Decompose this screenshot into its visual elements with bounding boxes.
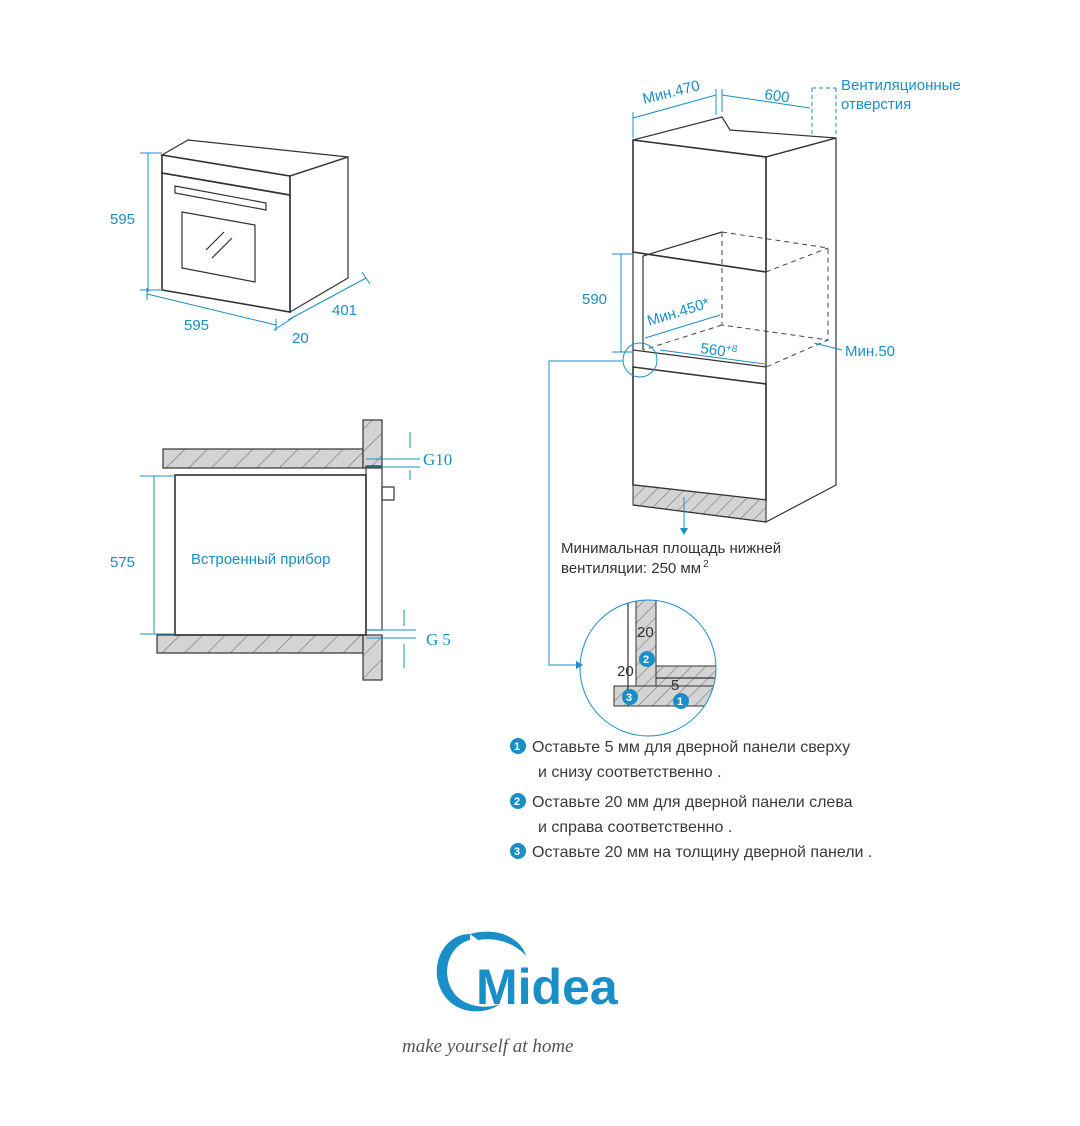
appliance-height-label: 575 xyxy=(110,554,135,571)
front-panel-bottom xyxy=(362,634,383,681)
front-panel-top xyxy=(362,419,383,469)
niche-height-label: 590 xyxy=(582,291,607,308)
gap-top-label: G10 xyxy=(423,450,452,469)
tagline: make yourself at home xyxy=(402,1036,573,1057)
note-1-line2: и снизу соответственно . xyxy=(538,764,722,781)
note-3-line1: Оставьте 20 мм на толщину дверной панели… xyxy=(532,844,872,861)
oven-depth-label: 401 xyxy=(332,302,357,319)
cabinet-upper-panel xyxy=(632,139,767,273)
note-marker-1 xyxy=(510,738,526,754)
oven-handle xyxy=(174,185,267,211)
appliance-knob xyxy=(381,486,395,501)
logo-text: Midea xyxy=(476,959,619,1015)
niche-depth-label: Мин.450* xyxy=(645,295,712,330)
svg-text:1: 1 xyxy=(677,696,683,708)
note-marker-2 xyxy=(510,793,526,809)
oven-width-label: 595 xyxy=(184,317,209,334)
niche-width-label: 560+8 xyxy=(699,339,738,362)
detail-marker-3 xyxy=(622,689,638,705)
oven-depth-dimension-line xyxy=(287,277,367,321)
detail-label-b: 20 xyxy=(617,663,634,680)
cabinet-min-depth-label: Мин.470 xyxy=(641,77,702,108)
note-1-line1: Оставьте 5 мм для дверной панели сверху xyxy=(532,739,850,756)
svg-text:2: 2 xyxy=(643,654,649,666)
oven-control-panel xyxy=(161,154,291,196)
lower-shelf xyxy=(156,634,364,654)
oven-side-face xyxy=(289,156,349,314)
appliance-label: Встроенный прибор xyxy=(191,551,330,568)
cabinet-view: Мин.470 600 Вентиляционные отверстия 590… xyxy=(548,77,961,669)
oven-window xyxy=(181,211,256,283)
logo-swoosh-icon xyxy=(436,934,500,1012)
cabinet-top-face xyxy=(632,116,837,158)
cabinet-lower-panel xyxy=(632,366,767,501)
detail-circle xyxy=(579,599,717,737)
bottom-vent-area xyxy=(632,484,767,523)
oven-isometric-view: 595 595 401 20 xyxy=(110,139,371,347)
svg-text:1: 1 xyxy=(514,741,520,753)
side-min-label: Мин.50 xyxy=(845,343,895,360)
svg-text:3: 3 xyxy=(514,846,520,858)
bottom-vent-label-line1: Минимальная площадь нижней xyxy=(561,540,781,557)
cabinet-width-label: 600 xyxy=(763,86,790,106)
svg-text:3: 3 xyxy=(626,692,632,704)
detail-marker-1 xyxy=(673,693,689,709)
note-marker-3 xyxy=(510,843,526,859)
oven-height-label: 595 xyxy=(110,211,135,228)
detail-leader-line xyxy=(548,360,623,666)
detail-label-c: 5 xyxy=(671,677,679,694)
detail-label-a: 20 xyxy=(637,624,654,641)
note-2-line1: Оставьте 20 мм для дверной панели слева xyxy=(532,794,853,811)
vent-label-line2: отверстия xyxy=(841,96,911,113)
installation-notes: 1 Оставьте 5 мм для дверной панели сверх… xyxy=(510,738,872,861)
appliance-door xyxy=(365,465,383,631)
note-2-line2: и справа соответственно . xyxy=(538,819,732,836)
oven-width-dimension-line xyxy=(146,293,277,326)
svg-text:2: 2 xyxy=(514,796,520,808)
vent-label-line1: Вентиляционные xyxy=(841,77,961,94)
midea-logo: Midea make yourself at home xyxy=(402,931,619,1057)
oven-panel-thickness-label: 20 xyxy=(292,330,309,347)
detail-marker-2 xyxy=(639,651,655,667)
detail-view: 20 20 5 2 1 3 xyxy=(579,599,717,737)
oven-door xyxy=(161,172,291,313)
cabinet-right-side xyxy=(765,137,837,523)
detail-callout-circle xyxy=(622,342,658,378)
upper-shelf xyxy=(162,448,364,469)
